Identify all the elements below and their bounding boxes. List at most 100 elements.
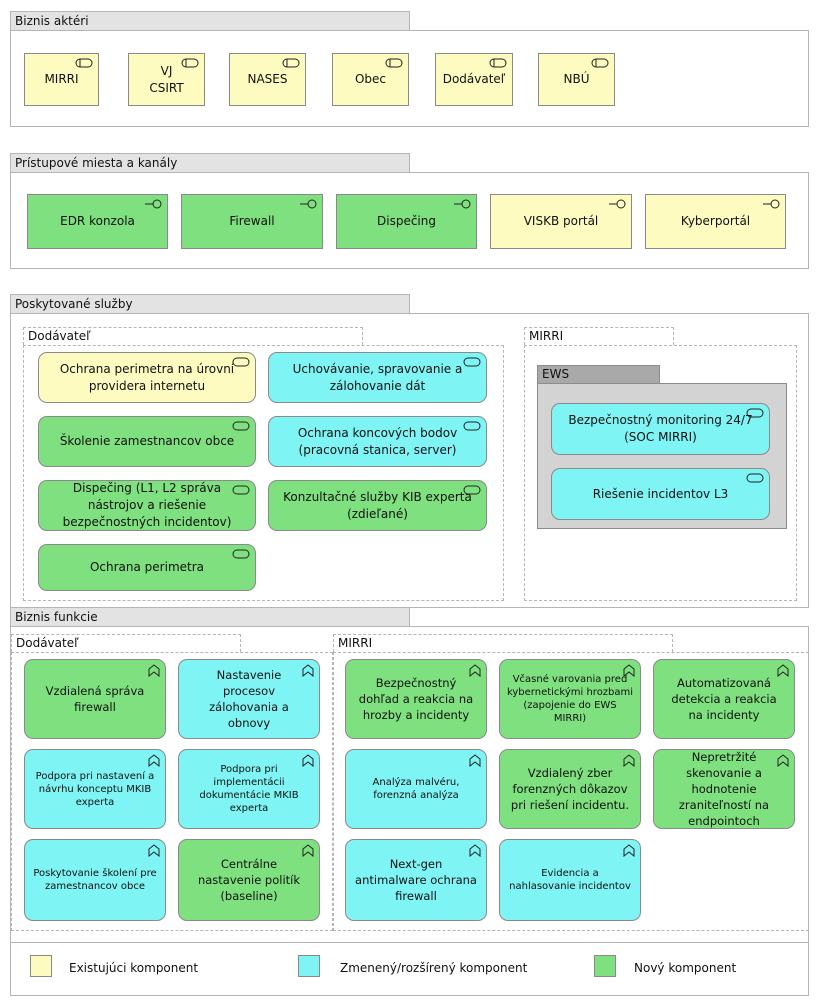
service-label: Konzultačné služby KIB experta (zdieľané… [283, 489, 472, 521]
function-vcasne-varovania[interactable]: Včasné varovania pred kybernetickými hro… [499, 659, 641, 739]
channel-viskb-portal[interactable]: VISKB portál [490, 194, 632, 249]
function-icon [469, 844, 481, 857]
actor-dodavatel[interactable]: Dodávateľ [435, 53, 513, 106]
actor-icon [385, 58, 403, 68]
service-icon [232, 485, 250, 495]
actor-icon [489, 58, 507, 68]
service-icon [463, 357, 481, 367]
function-icon [623, 664, 635, 677]
function-vzdialeny-zber-dokazov[interactable]: Vzdialený zber forenzných dôkazov pri ri… [499, 749, 641, 829]
actor-icon [181, 58, 199, 68]
function-bezpecnostny-dohlad[interactable]: Bezpečnostný dohľad a reakcia na hrozby … [345, 659, 487, 739]
interface-icon [609, 199, 626, 209]
interface-icon [300, 199, 317, 209]
group-services-dodavatel [23, 345, 504, 601]
interface-icon [454, 199, 471, 209]
function-icon [623, 754, 635, 767]
function-neprerusene-skenovanie[interactable]: Nepretržité skenovanie a hodnotenie zran… [653, 749, 795, 829]
group-services-mirri [524, 345, 797, 601]
actor-label: NBÚ [563, 72, 590, 86]
service-konzultacne-sluzby[interactable]: Konzultačné služby KIB experta (zdieľané… [268, 480, 487, 531]
legend-swatch-new [594, 955, 616, 977]
service-bezpecnostny-monitoring[interactable]: Bezpečnostný monitoring 24/7 (SOC MIRRI) [551, 403, 770, 455]
actor-nases[interactable]: NASES [229, 53, 306, 106]
function-label: Automatizovaná detekcia a reakcia na inc… [671, 676, 777, 722]
ews-title: EWS [537, 365, 660, 384]
function-podpora-dokumentacia-mkib[interactable]: Podpora pri implementácii dokumentácie M… [178, 749, 320, 829]
function-automatizovana-detekcia[interactable]: Automatizovaná detekcia a reakcia na inc… [653, 659, 795, 739]
actor-label: Dodávateľ [442, 72, 506, 86]
actor-label: MIRRI [44, 72, 79, 86]
service-skolenie-zamestnancov[interactable]: Školenie zamestnancov obce [38, 416, 256, 467]
function-evidencia-incidentov[interactable]: Evidencia a nahlasovanie incidentov [499, 839, 641, 921]
actor-icon [591, 58, 609, 68]
function-icon [469, 754, 481, 767]
service-ochrana-perimetra-provider[interactable]: Ochrana perimetra na úrovni providera in… [38, 352, 256, 403]
function-label: Centrálne nastavenie politík (baseline) [197, 857, 301, 903]
service-ochrana-perimetra[interactable]: Ochrana perimetra [38, 544, 256, 591]
service-icon [746, 473, 764, 483]
section-title-actors: Biznis aktéri [10, 11, 410, 31]
service-icon [463, 421, 481, 431]
service-label: Ochrana perimetra [89, 560, 205, 574]
actor-nbu[interactable]: NBÚ [538, 53, 615, 106]
section-title-services: Poskytované služby [10, 294, 410, 314]
channel-label: Dispečing [377, 214, 436, 228]
service-riesenie-incidentov-l3[interactable]: Riešenie incidentov L3 [551, 468, 770, 520]
function-vzdialena-sprava-firewall[interactable]: Vzdialená správa firewall [24, 659, 166, 739]
service-dispecing[interactable]: Dispečing (L1, L2 správa nástrojov a rie… [38, 480, 256, 531]
function-icon [469, 664, 481, 677]
function-icon [148, 844, 160, 857]
service-icon [746, 408, 764, 418]
channel-label: VISKB portál [523, 214, 599, 228]
function-poskytovanie-skoleni[interactable]: Poskytovanie školení pre zamestnancov ob… [24, 839, 166, 921]
service-label: Dispečing (L1, L2 správa nástrojov a rie… [62, 481, 232, 529]
channel-label: Firewall [229, 214, 275, 228]
service-label: Školenie zamestnancov obce [59, 434, 235, 448]
channel-label: Kyberportál [680, 214, 751, 228]
function-label: Vzdialený zber forenzných dôkazov pri ri… [510, 766, 630, 812]
actor-obec[interactable]: Obec [332, 53, 409, 106]
service-label: Uchovávanie, spravovanie a zálohovanie d… [292, 361, 463, 393]
service-ochrana-koncovych-bodov[interactable]: Ochrana koncových bodov (pracovná stanic… [268, 416, 487, 467]
service-label: Riešenie incidentov L3 [592, 486, 729, 501]
group-title-services-mirri: MIRRI [524, 327, 674, 345]
channel-dispecing[interactable]: Dispečing [336, 194, 477, 249]
function-icon [148, 754, 160, 767]
group-functions-dodavatel [11, 652, 333, 931]
interface-icon [763, 199, 780, 209]
actor-mirri[interactable]: MIRRI [24, 53, 99, 106]
group-title-services-dodavatel: Dodávateľ [23, 327, 363, 345]
function-label: Nastavenie procesov zálohovania a obnovy [209, 668, 289, 730]
function-icon [302, 844, 314, 857]
legend [10, 942, 809, 996]
function-icon [777, 664, 789, 677]
function-podpora-koncept-mkib[interactable]: Podpora pri nastavení a návrhu konceptu … [24, 749, 166, 829]
service-label: Ochrana perimetra na úrovni providera in… [59, 361, 235, 393]
function-nastavenie-zalohovania[interactable]: Nastavenie procesov zálohovania a obnovy [178, 659, 320, 739]
function-next-gen-antimalware[interactable]: Next-gen antimalware ochrana firewall [345, 839, 487, 921]
function-label: Podpora pri nastavení a návrhu konceptu … [35, 770, 155, 808]
interface-icon [145, 199, 162, 209]
function-label: Nepretržité skenovanie a hodnotenie zran… [678, 750, 770, 828]
legend-label-new: Nový komponent [634, 961, 737, 975]
service-uchovavanie-dat[interactable]: Uchovávanie, spravovanie a zálohovanie d… [268, 352, 487, 403]
function-label: Poskytovanie školení pre zamestnancov ob… [33, 868, 157, 892]
legend-label-existing: Existujúci komponent [69, 961, 199, 975]
actor-label: Obec [354, 72, 387, 86]
legend-swatch-changed [298, 955, 320, 977]
channel-firewall[interactable]: Firewall [181, 194, 323, 249]
function-icon [148, 664, 160, 677]
channel-kyberportal[interactable]: Kyberportál [645, 194, 786, 249]
actor-icon [75, 58, 93, 68]
actor-vj-csirt[interactable]: VJ CSIRT [128, 53, 205, 106]
function-analyza-malveru[interactable]: Analýza malvéru, forenzná analýza [345, 749, 487, 829]
function-label: Vzdialená správa firewall [45, 684, 145, 714]
service-icon [232, 549, 250, 559]
section-title-channels: Prístupové miesta a kanály [10, 153, 410, 173]
actor-icon [282, 58, 300, 68]
group-title-functions-dodavatel: Dodávateľ [11, 634, 241, 652]
section-title-functions: Biznis funkcie [10, 607, 410, 627]
function-centralne-nastavenie-politik[interactable]: Centrálne nastavenie politík (baseline) [178, 839, 320, 921]
channel-edr-konzola[interactable]: EDR konzola [27, 194, 168, 249]
